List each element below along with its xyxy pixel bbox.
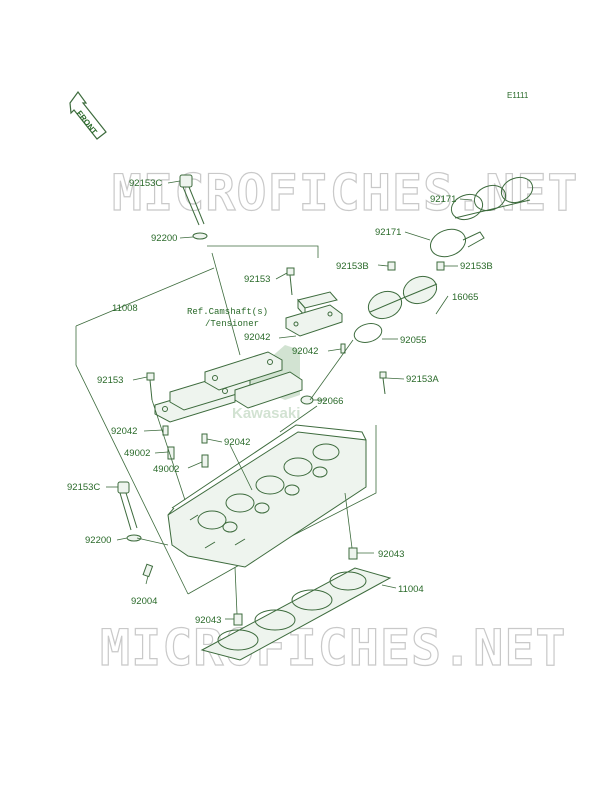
reference-camshaft: Ref.Camshaft(s): [187, 307, 268, 317]
bolt-92153-upper: [286, 267, 295, 296]
plug-49002-right: [201, 454, 209, 468]
dowel-92043-bottom: [233, 613, 243, 626]
front-arrow-icon: FRONT: [69, 90, 107, 140]
label-92153a: 92153A: [406, 374, 439, 385]
watermark-top: MICROFICHES.NET: [112, 164, 579, 222]
cap-92066: [300, 395, 314, 405]
intake-clamp-lower: [430, 228, 485, 258]
label-92066: 92066: [317, 396, 343, 407]
o-ring-92055: [353, 323, 383, 343]
screw-92153b-right: [436, 261, 445, 271]
label-49002-a: 49002: [124, 448, 150, 459]
bolt-92153-left: [146, 372, 155, 401]
stud-92004: [142, 563, 154, 578]
cam-cap-upper: [297, 291, 338, 318]
leader-lines: [106, 180, 473, 620]
bolt-92153c-bottom: [117, 481, 142, 542]
dowel-92042-mid: [201, 433, 208, 444]
label-92043-bottom: 92043: [195, 615, 221, 626]
label-92042-d: 92042: [224, 437, 250, 448]
label-92200-bottom: 92200: [85, 535, 111, 546]
label-92171-b: 92171: [375, 227, 401, 238]
label-11004: 11004: [398, 584, 424, 595]
cylinder-head: [167, 424, 367, 568]
label-16065: 16065: [452, 292, 478, 303]
bolt-92153a: [379, 371, 387, 395]
watermark-bottom: MICROFICHES.NET: [100, 619, 567, 677]
label-49002-b: 49002: [153, 464, 179, 475]
label-92153b-b: 92153B: [460, 261, 493, 272]
head-gasket: [200, 567, 392, 661]
label-92153c-top: 92153C: [129, 178, 162, 189]
label-92055: 92055: [400, 335, 426, 346]
label-92153-left: 92153: [97, 375, 123, 386]
intake-clamp-upper-1: [450, 176, 534, 221]
label-92042-a: 92042: [244, 332, 270, 343]
label-11008: 11008: [112, 303, 138, 314]
plug-49002-left: [167, 446, 175, 460]
label-92153c-bottom: 92153C: [67, 482, 100, 493]
label-92042-c: 92042: [111, 426, 137, 437]
label-92200-top: 92200: [151, 233, 177, 244]
diagram-code: E1111: [507, 91, 529, 100]
label-92042-b: 92042: [292, 346, 318, 357]
label-92153b-a: 92153B: [336, 261, 369, 272]
label-92171-a: 92171: [430, 194, 456, 205]
reference-tensioner: /Tensioner: [205, 319, 259, 329]
dowel-92042-left: [162, 425, 169, 436]
label-92043-right: 92043: [378, 549, 404, 560]
cam-caps-left: [154, 351, 303, 423]
dowel-92043-right: [348, 547, 358, 560]
throttle-holder-16065: [367, 275, 438, 320]
label-92153-top: 92153: [244, 274, 270, 285]
label-92004: 92004: [131, 596, 157, 607]
kawasaki-logo-text: Kawasaki: [232, 405, 300, 422]
screw-92153b-left: [387, 261, 396, 271]
cam-cap-pair-right: [285, 304, 346, 354]
